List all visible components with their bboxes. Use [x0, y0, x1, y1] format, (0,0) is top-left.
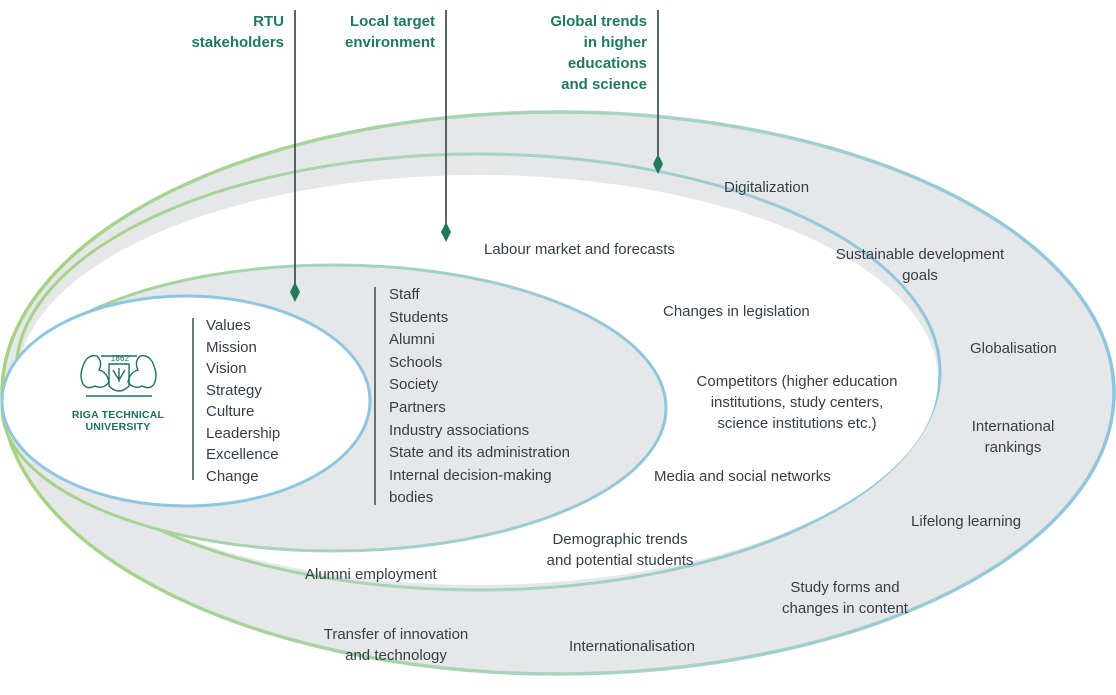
stakeholders-list: Staff Students Alumni Schools Society Pa…	[389, 284, 570, 510]
list-item: State and its administration	[389, 444, 570, 462]
list-item: Leadership	[206, 424, 281, 442]
label-legislation: Changes in legislation	[663, 303, 810, 320]
list-item: Alumni	[389, 331, 435, 349]
list-item: bodies	[389, 489, 434, 507]
local-diamond-icon	[441, 222, 451, 242]
list-item: Industry associations	[389, 421, 530, 439]
label-digitalization: Digitalization	[724, 179, 810, 196]
list-item: Vision	[206, 360, 247, 377]
label-demographic: Demographic trends and potential student…	[546, 531, 694, 569]
list-item: Staff	[389, 286, 420, 303]
global-diamond-icon	[653, 154, 663, 174]
core-ring	[0, 294, 372, 508]
list-item: Excellence	[206, 446, 279, 463]
label-lifelong: Lifelong learning	[911, 513, 1022, 530]
label-media: Media and social networks	[654, 468, 831, 485]
core-values-list: Values Mission Vision Strategy Culture L…	[206, 315, 280, 487]
label-globalisation: Globalisation	[970, 340, 1057, 357]
list-item: Culture	[206, 403, 255, 420]
label-sdg: Sustainable development goals	[835, 246, 1005, 284]
label-labour-market: Labour market and forecasts	[484, 241, 675, 258]
stakeholders-diamond-icon	[290, 282, 300, 302]
label-study-forms: Study forms and changes in content	[782, 579, 908, 617]
list-item: Schools	[389, 353, 443, 371]
logo-year: 1862	[110, 354, 130, 363]
label-internationalisation: Internationalisation	[569, 638, 695, 655]
header-rtu-stakeholders: RTU stakeholders	[191, 13, 284, 51]
label-alumni-employment: Alumni employment	[305, 566, 437, 583]
list-item: Society	[389, 376, 439, 394]
label-innovation: Transfer of innovation and technology	[323, 626, 469, 664]
list-item: Internal decision-making	[389, 466, 552, 484]
rtu-crest-icon	[80, 355, 157, 397]
header-local-environment: Local target environment	[344, 13, 435, 51]
list-item: Change	[206, 467, 259, 485]
label-competitors: Competitors (higher education institutio…	[696, 373, 898, 432]
logo-university-name: RIGA TECHNICAL UNIVERSITY	[71, 409, 165, 433]
list-item: Strategy	[206, 381, 262, 399]
label-rankings: International rankings	[971, 418, 1055, 456]
list-item: Mission	[206, 338, 257, 356]
list-item: Students	[389, 308, 449, 326]
header-global-trends: Global trends in higher educations and s…	[550, 13, 647, 93]
list-item: Values	[206, 317, 251, 334]
list-item: Partners	[389, 398, 446, 416]
